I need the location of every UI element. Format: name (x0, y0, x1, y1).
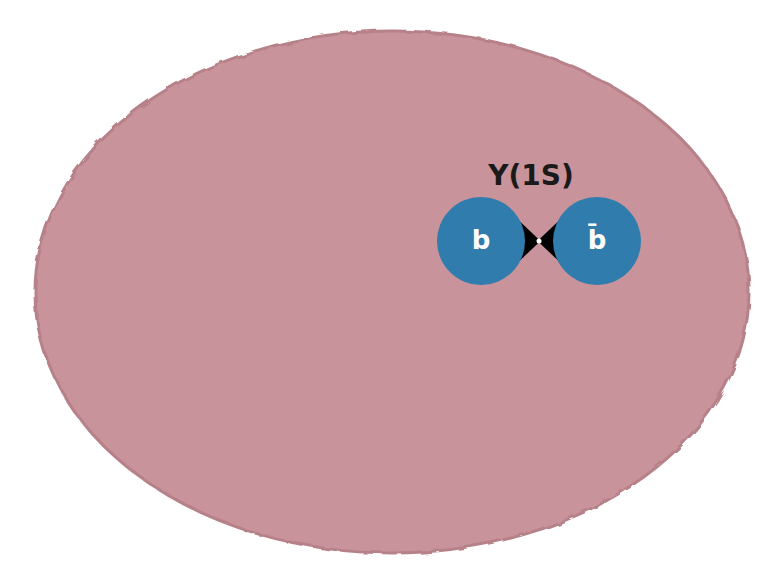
meson-label: Υ(1S) (488, 159, 574, 193)
binding-dot (537, 239, 542, 244)
medium-oval (35, 31, 749, 553)
quark-symbol: b̄ (588, 225, 607, 256)
quark-symbol: b (472, 225, 491, 256)
quark-circle: b (437, 197, 525, 285)
quark-circle: b̄ (553, 197, 641, 285)
